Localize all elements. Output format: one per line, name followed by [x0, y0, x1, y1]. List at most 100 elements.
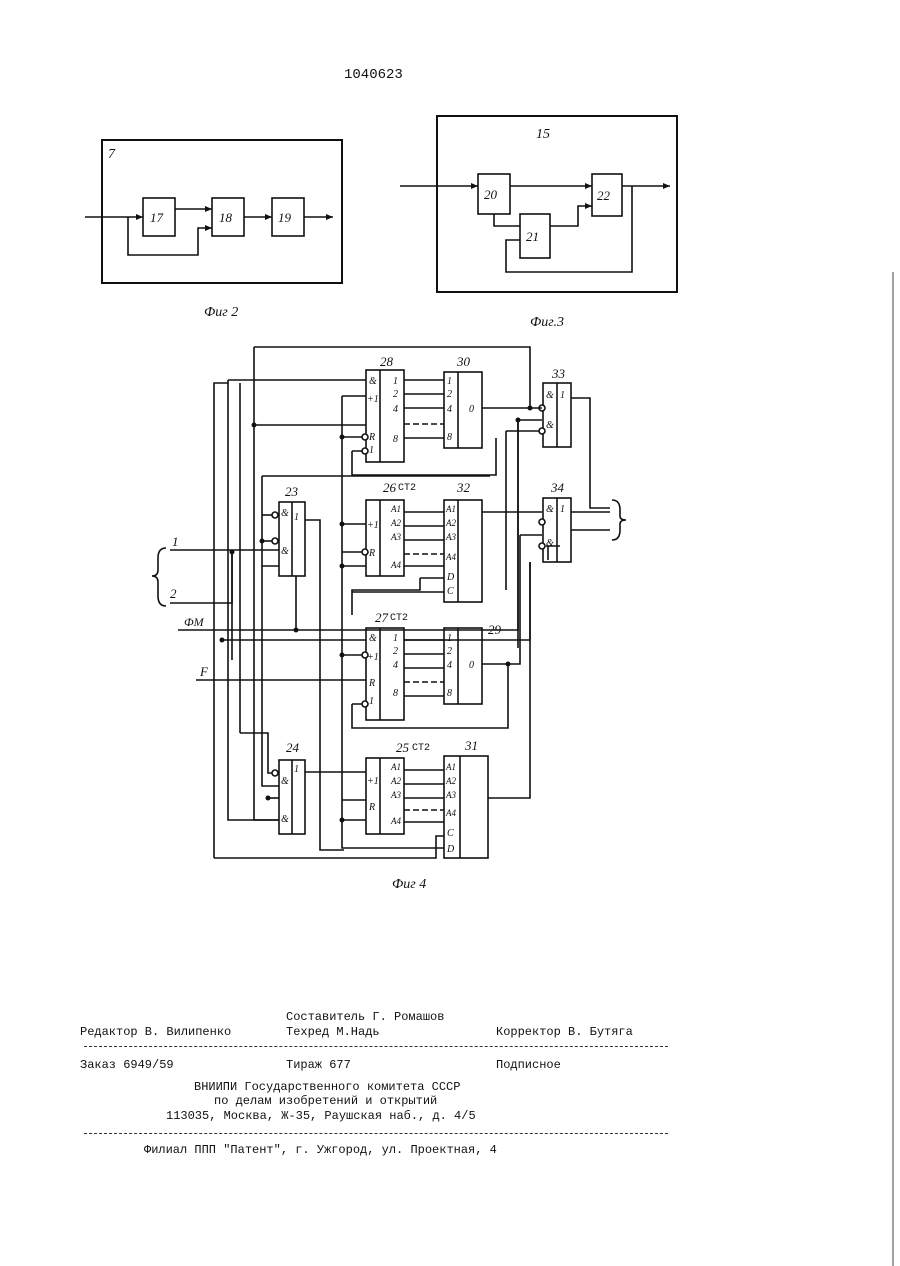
fig3-arrow-22a: [585, 183, 592, 189]
fig4-input-fm-label: ФМ: [184, 615, 205, 629]
fig4-b31-in-a2: A2: [445, 776, 456, 786]
fig4-block-26-type: СТ2: [398, 483, 416, 494]
fig4-block-26-label: 26: [383, 480, 397, 495]
fig4-b30-in-2: 2: [447, 389, 452, 400]
fig4-b28-pin-and: &: [369, 376, 377, 387]
fig4-b27-out-1: 1: [393, 633, 398, 644]
fig4-b27-pin-and: &: [369, 633, 377, 644]
fig4-b25-pin-r: R: [368, 802, 375, 813]
imprint-subscription: Подписное: [496, 1058, 900, 1069]
imprint-org-line2: по делам изобретений и открытий: [214, 1094, 814, 1105]
fig4-b31-in-c: C: [447, 828, 454, 839]
fig4-b27-pin-plus1: +1: [367, 652, 379, 663]
fig2-frame-label: 7: [108, 147, 116, 162]
fig4-b27-pin-1b: 1: [369, 696, 374, 707]
fig4-block-33-label: 33: [551, 366, 566, 381]
fig4-b26-out-a4: A4: [390, 560, 401, 570]
imprint-org-line1: ВНИИПИ Государственного комитета СССР: [194, 1080, 794, 1091]
fig4-b25-out-a4: A4: [390, 816, 401, 826]
fig4-b32-in-a4: A4: [445, 552, 456, 562]
fig4-b23-pin-or: 1: [294, 512, 299, 523]
fig4-b29-out-0: 0: [469, 660, 474, 671]
fig4-b30-in-1: 1: [447, 376, 452, 387]
fig4-b25-out-a1: A1: [390, 762, 401, 772]
fig4-b31-in-a1: A1: [445, 762, 456, 772]
fig4-input-brace: [152, 548, 166, 606]
fig3-frame-label: 15: [536, 127, 550, 142]
fig2-output-arrow: [326, 214, 333, 220]
fig4-block-23-label: 23: [285, 484, 299, 499]
fig3-arrow-22b: [585, 203, 592, 209]
fig4-b32-in-c: C: [447, 586, 454, 597]
fig4-block-32-label: 32: [456, 480, 471, 495]
fig4-b24-pin-and1: &: [281, 776, 289, 787]
fig4-b29-in-2: 2: [447, 646, 452, 657]
fig4-b32-in-a1: A1: [445, 504, 456, 514]
imprint-corrector: Корректор В. Бутяга: [496, 1025, 900, 1036]
fig4-b34-pin-or: 1: [560, 504, 565, 515]
fig4-b29-in-4: 4: [447, 660, 452, 671]
fig3-output-arrow: [663, 183, 670, 189]
fig2-arrow-19: [265, 214, 272, 220]
fig4-b31-in-a3: A3: [445, 790, 456, 800]
fig4-b25-out-a2: A2: [390, 776, 401, 786]
fig4-b28-out-8: 8: [393, 434, 398, 445]
fig3-arrow-20: [471, 183, 478, 189]
fig2-arrow-18b: [205, 225, 212, 231]
fig4-b27-out-8: 8: [393, 688, 398, 699]
fig4-b33-pin-and1: &: [546, 390, 554, 401]
fig2-block-19-label: 19: [278, 210, 292, 225]
fig4-block-27-label: 27: [375, 610, 389, 625]
fig3-wire-21-22: [550, 206, 592, 226]
fig4-block-27-type: СТ2: [390, 613, 408, 624]
fig3-block-22-label: 22: [597, 188, 611, 203]
fig4-b28-pin-r: R: [368, 432, 375, 443]
fig4-b25-pin-plus1: +1: [367, 776, 379, 787]
fig3-frame: [437, 116, 677, 292]
fig2-caption: Фиг 2: [204, 305, 238, 320]
imprint-rule-bottom: [84, 1133, 668, 1134]
fig4-b26-pin-plus1: +1: [367, 520, 379, 531]
imprint: Составитель Г. Ромашов Редактор В. Вилип…: [80, 1008, 680, 1176]
fig4-b28-out-1: 1: [393, 376, 398, 387]
fig4-input-2-label: 2: [170, 586, 177, 601]
imprint-branch: Филиал ППП "Патент", г. Ужгород, ул. Про…: [144, 1143, 744, 1154]
fig4-b32-in-d: D: [446, 572, 455, 583]
imprint-org-line3: 113035, Москва, Ж-35, Раушская наб., д. …: [166, 1109, 766, 1120]
fig4-b30-in-8: 8: [447, 432, 452, 443]
imprint-compiler: Составитель Г. Ромашов: [286, 1010, 886, 1021]
fig4-block-25-label: 25: [396, 740, 410, 755]
fig4-b29-in-1: 1: [447, 633, 452, 644]
fig4-b32-in-a3: A3: [445, 532, 456, 542]
fig4-input-1-label: 1: [172, 534, 179, 549]
fig4-b30-out-0: 0: [469, 404, 474, 415]
fig2-arrow-18a: [205, 206, 212, 212]
fig4-block-25-type: СТ2: [412, 743, 430, 754]
fig4-b27-out-2: 2: [393, 646, 398, 657]
fig4-block-28-label: 28: [380, 354, 394, 369]
fig4-b23-pin-and2: &: [281, 546, 289, 557]
fig4-b29-in-8: 8: [447, 688, 452, 699]
fig4-b33-pin-and2: &: [546, 420, 554, 431]
fig3-caption: Фиг.3: [530, 315, 564, 330]
fig4-b26-out-a2: A2: [390, 518, 401, 528]
imprint-rule-top: [84, 1046, 668, 1047]
fig4-b33-pin-or: 1: [560, 390, 565, 401]
fig4-b23-pin-and1: &: [281, 508, 289, 519]
fig3-block-21-label: 21: [526, 229, 539, 244]
fig4-b27-out-4: 4: [393, 660, 398, 671]
fig4-b28-out-4: 4: [393, 404, 398, 415]
fig2: 7 17 18 19 Фиг 2: [85, 140, 342, 320]
fig4-b31-in-d: D: [446, 844, 455, 855]
fig3-wire-20-21: [494, 214, 520, 226]
fig4-b24-pin-and2: &: [281, 814, 289, 825]
fig4-block-31-label: 31: [464, 738, 478, 753]
fig4-b26-out-a3: A3: [390, 532, 401, 542]
fig2-block-17-label: 17: [150, 210, 164, 225]
fig4-caption: Фиг 4: [392, 877, 426, 892]
fig4-b28-pin-plus1: +1: [367, 394, 379, 405]
fig4-input-f-label: F: [199, 664, 209, 679]
fig2-block-18-label: 18: [219, 210, 233, 225]
fig4: 28 & +1 R 1 1 2 4 8 30 1 2 4 8 0 33 & 1 …: [152, 347, 626, 892]
